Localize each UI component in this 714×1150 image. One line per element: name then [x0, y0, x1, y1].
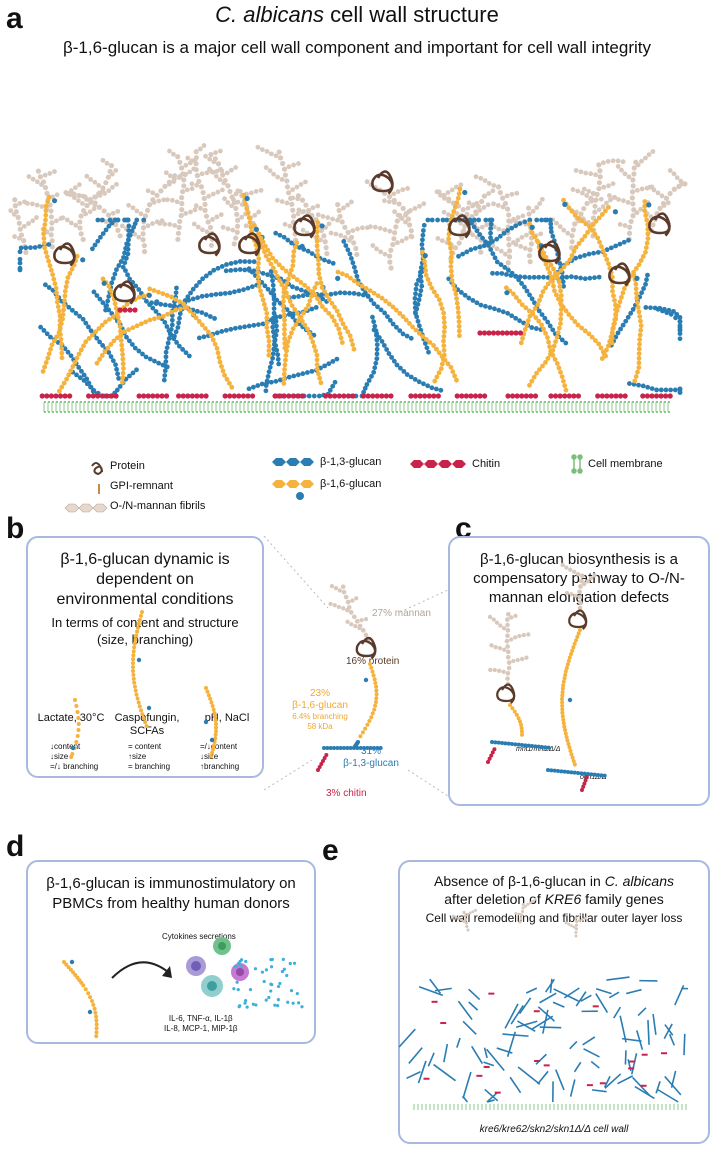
panel-e-caption: kre6/kre62/skn2/skn1Δ/Δ cell wall [479, 1124, 629, 1135]
membrane-icon [571, 454, 583, 474]
panel-b-box: β-1,6-glucan dynamic is dependent on env… [26, 536, 264, 778]
legend-b16: β-1,6-glucan [320, 478, 382, 490]
legend-mannan: O-/N-mannan fibrils [110, 500, 206, 512]
b13-icon [272, 458, 314, 466]
panel-a-title: C. albicans cell wall structure [215, 2, 499, 27]
center-chitin-label: 3% chitin [326, 788, 367, 799]
legend-membrane: Cell membrane [588, 458, 663, 470]
panel-a-label: a [6, 2, 23, 35]
chitin-icon [410, 460, 466, 468]
panel-e-title-1: Absence of β-1,6-glucan in C. albicans [434, 873, 674, 889]
cytokines-header: Cytokines secretions [162, 932, 236, 941]
b16-icon [272, 480, 314, 500]
center-mannan-label: 27% mannan [372, 608, 431, 619]
mannan-icon [64, 503, 108, 513]
panel-e-subtitle: Cell wall remodelling and fibrillar oute… [425, 911, 683, 925]
legend-protein: Protein [110, 460, 145, 472]
mutant-2-label: och1Δ/Δ [580, 774, 607, 781]
cell-wall-illustration [8, 143, 688, 413]
protein-icon [91, 462, 103, 476]
panel-d-label: d [6, 830, 25, 863]
panel-e-title-2: after deletion of KRE6 family genes [444, 891, 664, 907]
cond-1-name: Lactate, 30°C [37, 712, 105, 724]
center-protein-label: 16% protein [346, 656, 400, 667]
cond-2-effects: = content↑size= branching [128, 742, 171, 771]
panel-b-title: β-1,6-glucan dynamic is dependent on env… [56, 551, 234, 608]
legend-gpi: GPI-remnant [110, 480, 173, 492]
cond-2-name: Caspofungin, SCFAs [114, 712, 180, 737]
cond-1-effects: ↓content↓size=/↓ branching [50, 742, 99, 771]
center-b13-label: 31%β-1,3-glucan [343, 746, 399, 769]
legend-chitin: Chitin [472, 458, 501, 470]
panel-d-title: β-1,6-glucan is immunostimulatory on PBM… [46, 875, 296, 912]
legend-b13: β-1,3-glucan [320, 456, 382, 468]
panel-e-label: e [322, 834, 339, 867]
mutant-1-label: mnt1/mnt2Δ/Δ [516, 746, 561, 753]
panel-a-subtitle: β-1,6-glucan is a major cell wall compon… [62, 38, 652, 57]
panel-b-label: b [6, 512, 25, 545]
panel-b-subtitle: In terms of content and structure (size,… [51, 615, 239, 647]
panel-d-box: β-1,6-glucan is immunostimulatory on PBM… [26, 860, 316, 1044]
center-b16-label: 23%β-1,6-glucan 6.4% branching 58 kDa [292, 688, 348, 731]
